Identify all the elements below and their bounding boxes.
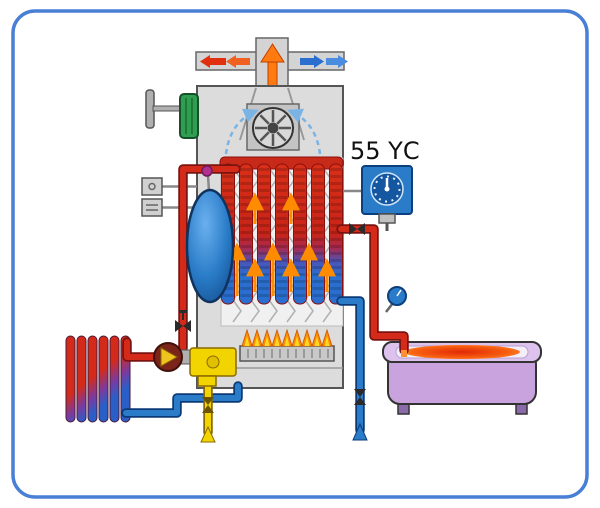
- hot-gas-arrows: [228, 192, 336, 296]
- faucet-stream: [401, 350, 407, 357]
- control-boxes: [141, 177, 197, 217]
- expansion-vessel: [185, 165, 235, 304]
- radiator: [65, 335, 131, 423]
- control-box-2: [141, 198, 163, 217]
- handle-rod: [152, 105, 182, 112]
- cold-inlet-arrow: [352, 422, 368, 441]
- heat-exchanger: [219, 156, 344, 327]
- valve-dhw: [349, 223, 365, 235]
- valve-hot-supply: [175, 310, 191, 332]
- control-box-1: [141, 177, 163, 196]
- temperature-label: 55 ΥC: [350, 137, 420, 165]
- exhaust-arrows: [200, 55, 250, 68]
- vessel-valve: [201, 165, 213, 177]
- gas-inlet-arrow: [200, 425, 216, 443]
- bathtub: [382, 341, 542, 415]
- ignition-module: [145, 89, 199, 139]
- temperature-display: 55 ΥC: [343, 137, 420, 231]
- burner-slots: [247, 349, 329, 358]
- gas-valve-assembly: [189, 347, 237, 387]
- airflow-arrows: [224, 108, 322, 155]
- display-knob: [378, 213, 396, 224]
- tub-hot-water: [404, 345, 520, 359]
- burner: [239, 328, 335, 362]
- gauge-needle: [396, 289, 402, 297]
- coil-ridges: [222, 168, 342, 300]
- circulation-pump: [153, 342, 193, 372]
- fan-hub: [267, 122, 279, 134]
- valve-gas: [202, 397, 214, 413]
- fan-blades: [255, 110, 291, 146]
- flames: [241, 328, 333, 347]
- pump-impeller: [160, 347, 179, 367]
- pressure-gauge: [385, 286, 407, 313]
- flue-up-arrow: [260, 43, 285, 97]
- valve-cold-inlet: [354, 389, 366, 405]
- valves: [175, 223, 366, 413]
- intake-arrows: [300, 55, 348, 68]
- flue-assembly: [195, 37, 348, 97]
